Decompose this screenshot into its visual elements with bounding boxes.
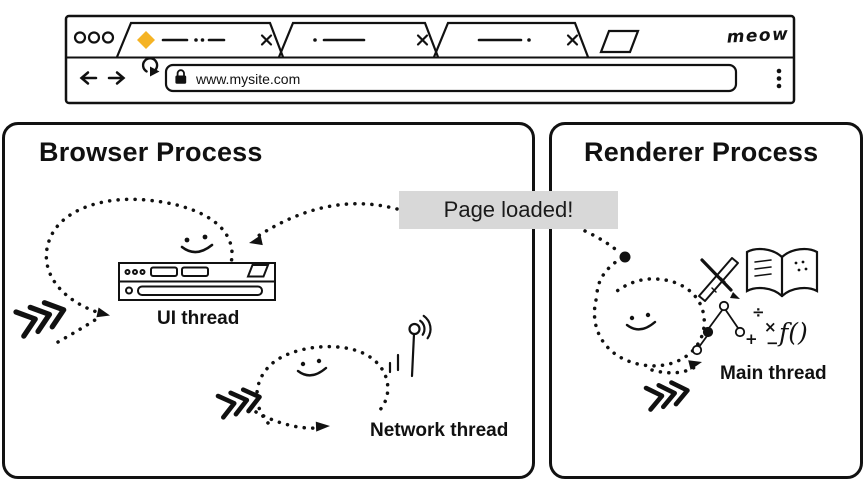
renderer-entry-line: [595, 256, 624, 297]
speed-chevrons-icon: [16, 298, 68, 336]
main-loop-arrowhead: [688, 360, 702, 370]
multiply-symbol: ×: [764, 318, 777, 336]
ui-thread-label: UI thread: [157, 308, 240, 329]
speed-chevrons-icon: [646, 380, 690, 410]
main-loop-trail: [650, 365, 697, 375]
main-thread-label: Main thread: [720, 363, 827, 384]
dom-tree-icon: [691, 300, 746, 356]
ui-thread-face: [180, 234, 214, 254]
lock-icon: [175, 69, 187, 84]
divide-symbol: ÷: [752, 303, 765, 321]
function-symbol: f(): [777, 318, 808, 347]
ui-browser-icon: [118, 262, 276, 301]
message-arrow-to-ui-thread: [253, 201, 399, 240]
browser-chrome: [64, 14, 796, 105]
antenna-icon: [388, 314, 432, 378]
back-icon[interactable]: [79, 71, 98, 85]
network-loop-arrowhead: [315, 421, 330, 432]
tab-2[interactable]: [277, 21, 440, 59]
diagram-illustrations: ÷ × + − f(): [16, 197, 819, 432]
reload-icon[interactable]: [141, 57, 160, 77]
network-thread-face: [296, 358, 328, 377]
message-line-from-renderer: [583, 229, 622, 255]
ui-loop-arrowhead: [96, 307, 110, 318]
minus-symbol: −: [766, 334, 779, 352]
browser-process-title: Browser Process: [39, 137, 263, 167]
book-icon: [745, 247, 819, 298]
main-thread-face: [625, 312, 657, 331]
tab-favicon-diamond-icon: [137, 31, 155, 49]
new-tab-button[interactable]: [599, 29, 640, 54]
tab-close-icon[interactable]: [566, 34, 579, 46]
network-loop-trail: [254, 410, 320, 430]
renderer-process-title: Renderer Process: [584, 137, 819, 167]
url-text: www.mysite.com: [196, 71, 301, 87]
tab-close-icon[interactable]: [260, 34, 273, 46]
tab-active[interactable]: [115, 21, 285, 59]
tab-3[interactable]: [432, 21, 590, 59]
meow-logo: meow: [726, 24, 790, 48]
window-controls-icon[interactable]: [73, 31, 115, 44]
plus-symbol: +: [745, 330, 758, 348]
address-bar[interactable]: [164, 63, 738, 93]
tab-close-icon[interactable]: [416, 34, 429, 46]
menu-kebab-icon[interactable]: [776, 68, 782, 89]
forward-icon[interactable]: [107, 71, 126, 85]
main-thread-loop: [592, 277, 706, 368]
network-thread-label: Network thread: [370, 420, 509, 441]
page-loaded-message: Page loaded!: [399, 191, 618, 229]
message-arrowhead: [249, 235, 263, 246]
ui-loop-trail: [56, 318, 97, 344]
pencil-ruler-icon: [698, 257, 740, 302]
network-thread-loop: [255, 344, 390, 425]
